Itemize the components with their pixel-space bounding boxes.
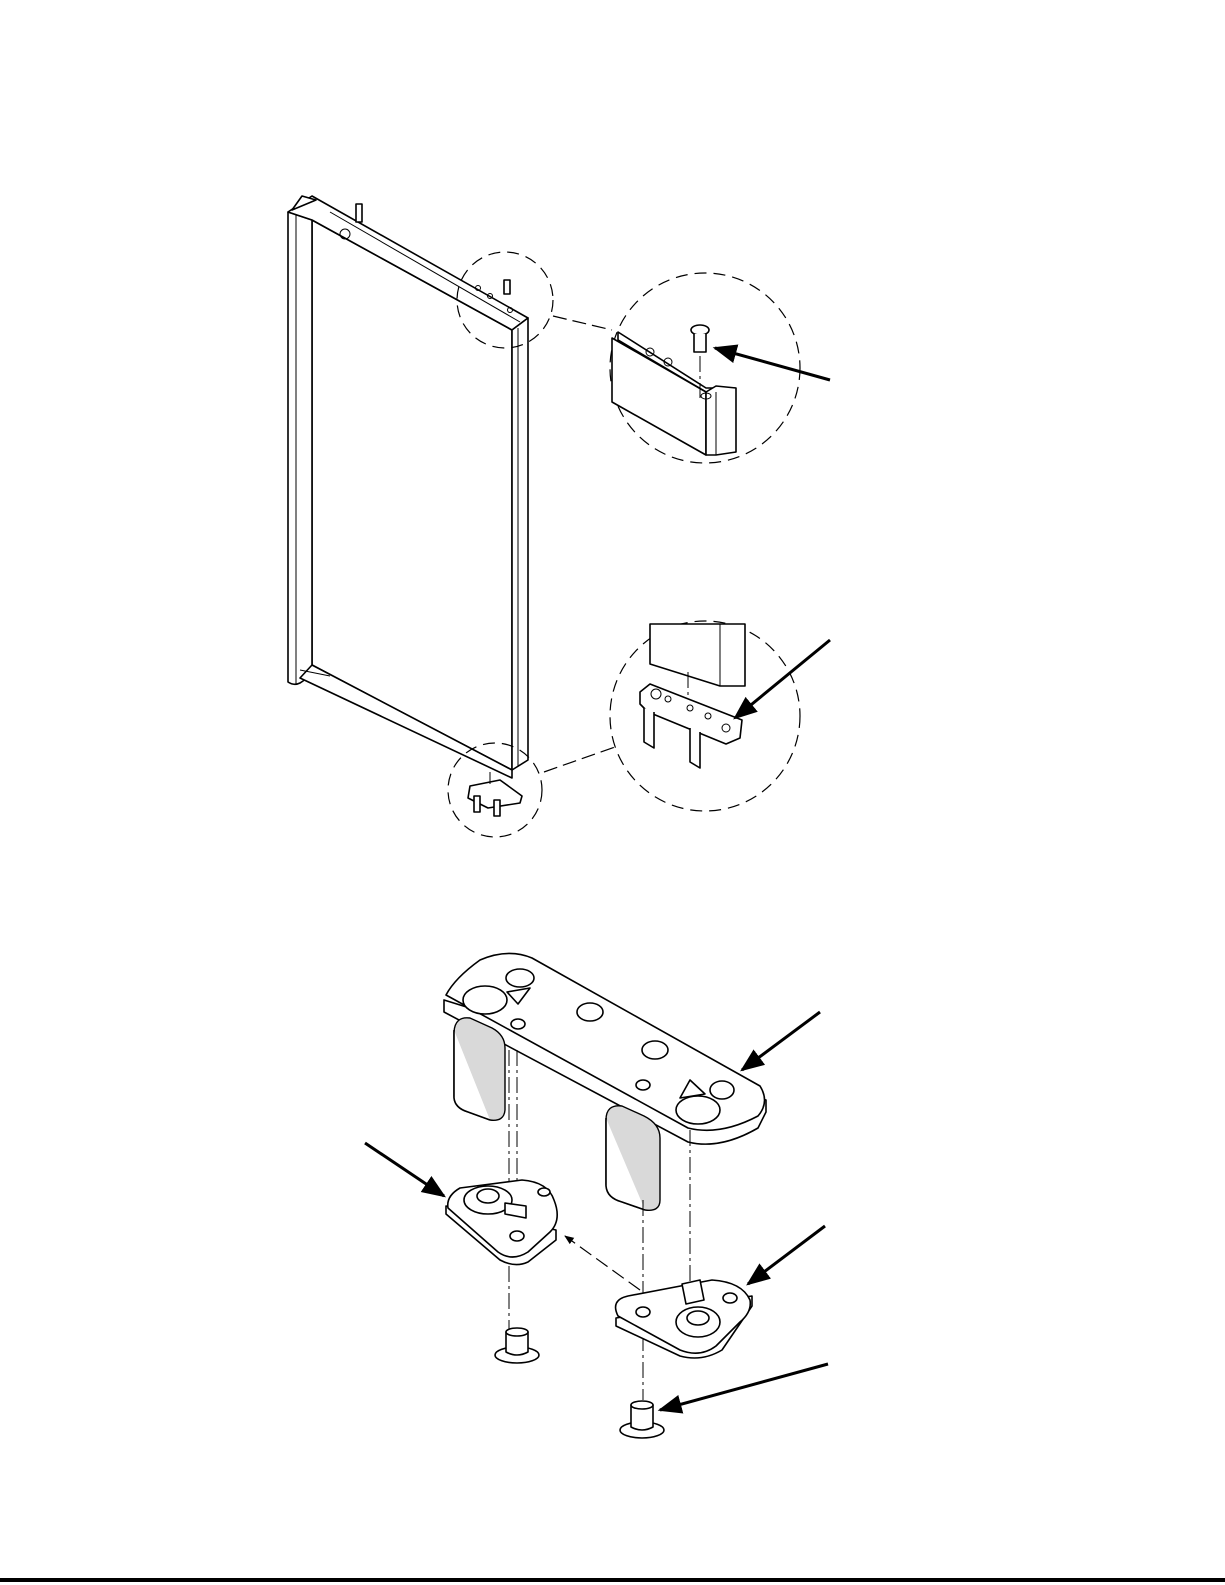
right-pivot-plate (616, 1280, 752, 1358)
left-pivot-plate-callout-arrow (365, 1143, 444, 1196)
left-pivot-plate (446, 1180, 557, 1265)
door-panel (288, 196, 528, 778)
screw-callout-arrow (715, 348, 830, 380)
bottom-leader-line (544, 746, 618, 772)
top-magnified-view (610, 273, 800, 463)
left-pivot-pin (495, 1328, 539, 1363)
bracket-callout-arrow (742, 1012, 820, 1070)
bottom-magnified-view (610, 621, 800, 811)
right-pivot-pin (620, 1401, 664, 1438)
motion-arrow (565, 1236, 640, 1290)
pivot-pin-callout-arrow (660, 1364, 828, 1410)
hinge-bracket-callout-arrow (735, 640, 830, 718)
top-leader-line (553, 316, 612, 330)
right-pivot-plate-callout-arrow (748, 1226, 825, 1284)
